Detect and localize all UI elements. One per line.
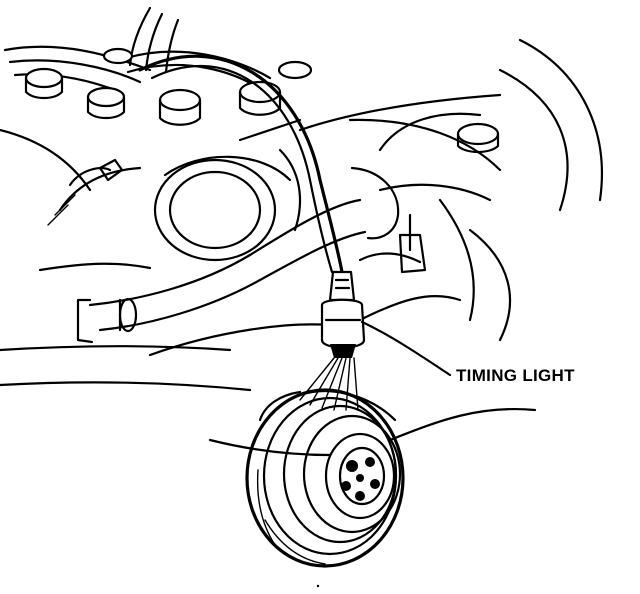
timing-light-label: TIMING LIGHT (456, 366, 575, 385)
timing-mark-pointer (208, 407, 537, 457)
lower-frame (0, 213, 512, 392)
callout-leader (360, 320, 452, 377)
valve-cover-nuts (24, 47, 313, 126)
coolant-hose (76, 166, 400, 344)
mount-bolt (456, 122, 500, 154)
alternator (153, 118, 302, 262)
sensor-connector (47, 158, 124, 226)
timing-light (320, 270, 366, 358)
dot (316, 584, 320, 588)
timing-light-lead (138, 54, 344, 274)
engine-block (0, 38, 603, 322)
crank-pulley (245, 388, 405, 568)
